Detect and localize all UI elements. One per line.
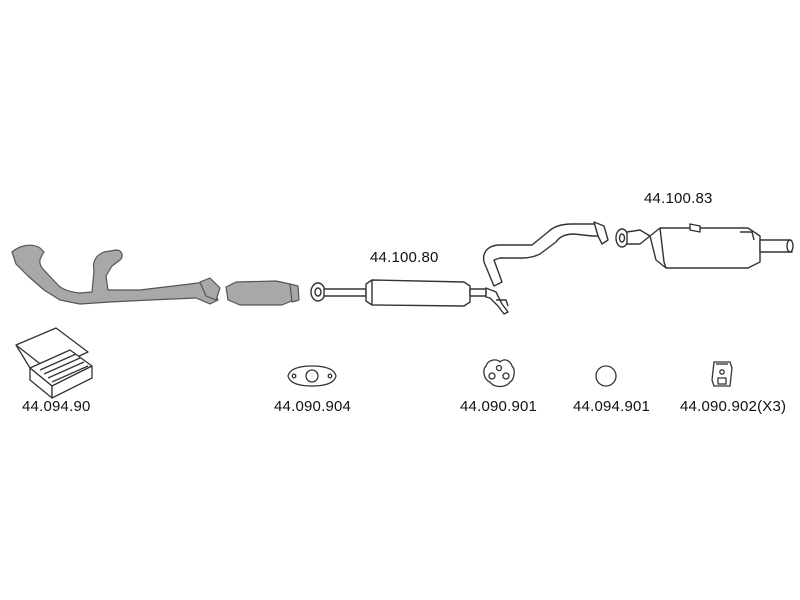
middle-silencer [310, 279, 509, 315]
flange-gasket-icon [287, 365, 337, 387]
catalytic-converter [225, 280, 300, 306]
rubber-mount-round-icon [483, 359, 515, 388]
mounting-kit-icon [15, 327, 93, 399]
label-mounting-kit: 44.094.90 [22, 398, 91, 415]
label-rubber-mount-round: 44.090.901 [460, 398, 538, 415]
label-rubber-ring: 44.094.901 [573, 398, 651, 415]
rubber-mount-hanger-icon [711, 361, 733, 387]
rear-silencer [615, 223, 794, 269]
label-flange-gasket: 44.090.904 [274, 398, 352, 415]
label-middle-silencer: 44.100.80 [370, 249, 439, 266]
label-rear-silencer: 44.100.83 [644, 190, 713, 207]
intermediate-pipe [482, 221, 609, 287]
rubber-ring-icon [595, 365, 617, 387]
label-rubber-mount-hanger: 44.090.902(X3) [680, 398, 787, 415]
front-pipe [11, 244, 221, 305]
